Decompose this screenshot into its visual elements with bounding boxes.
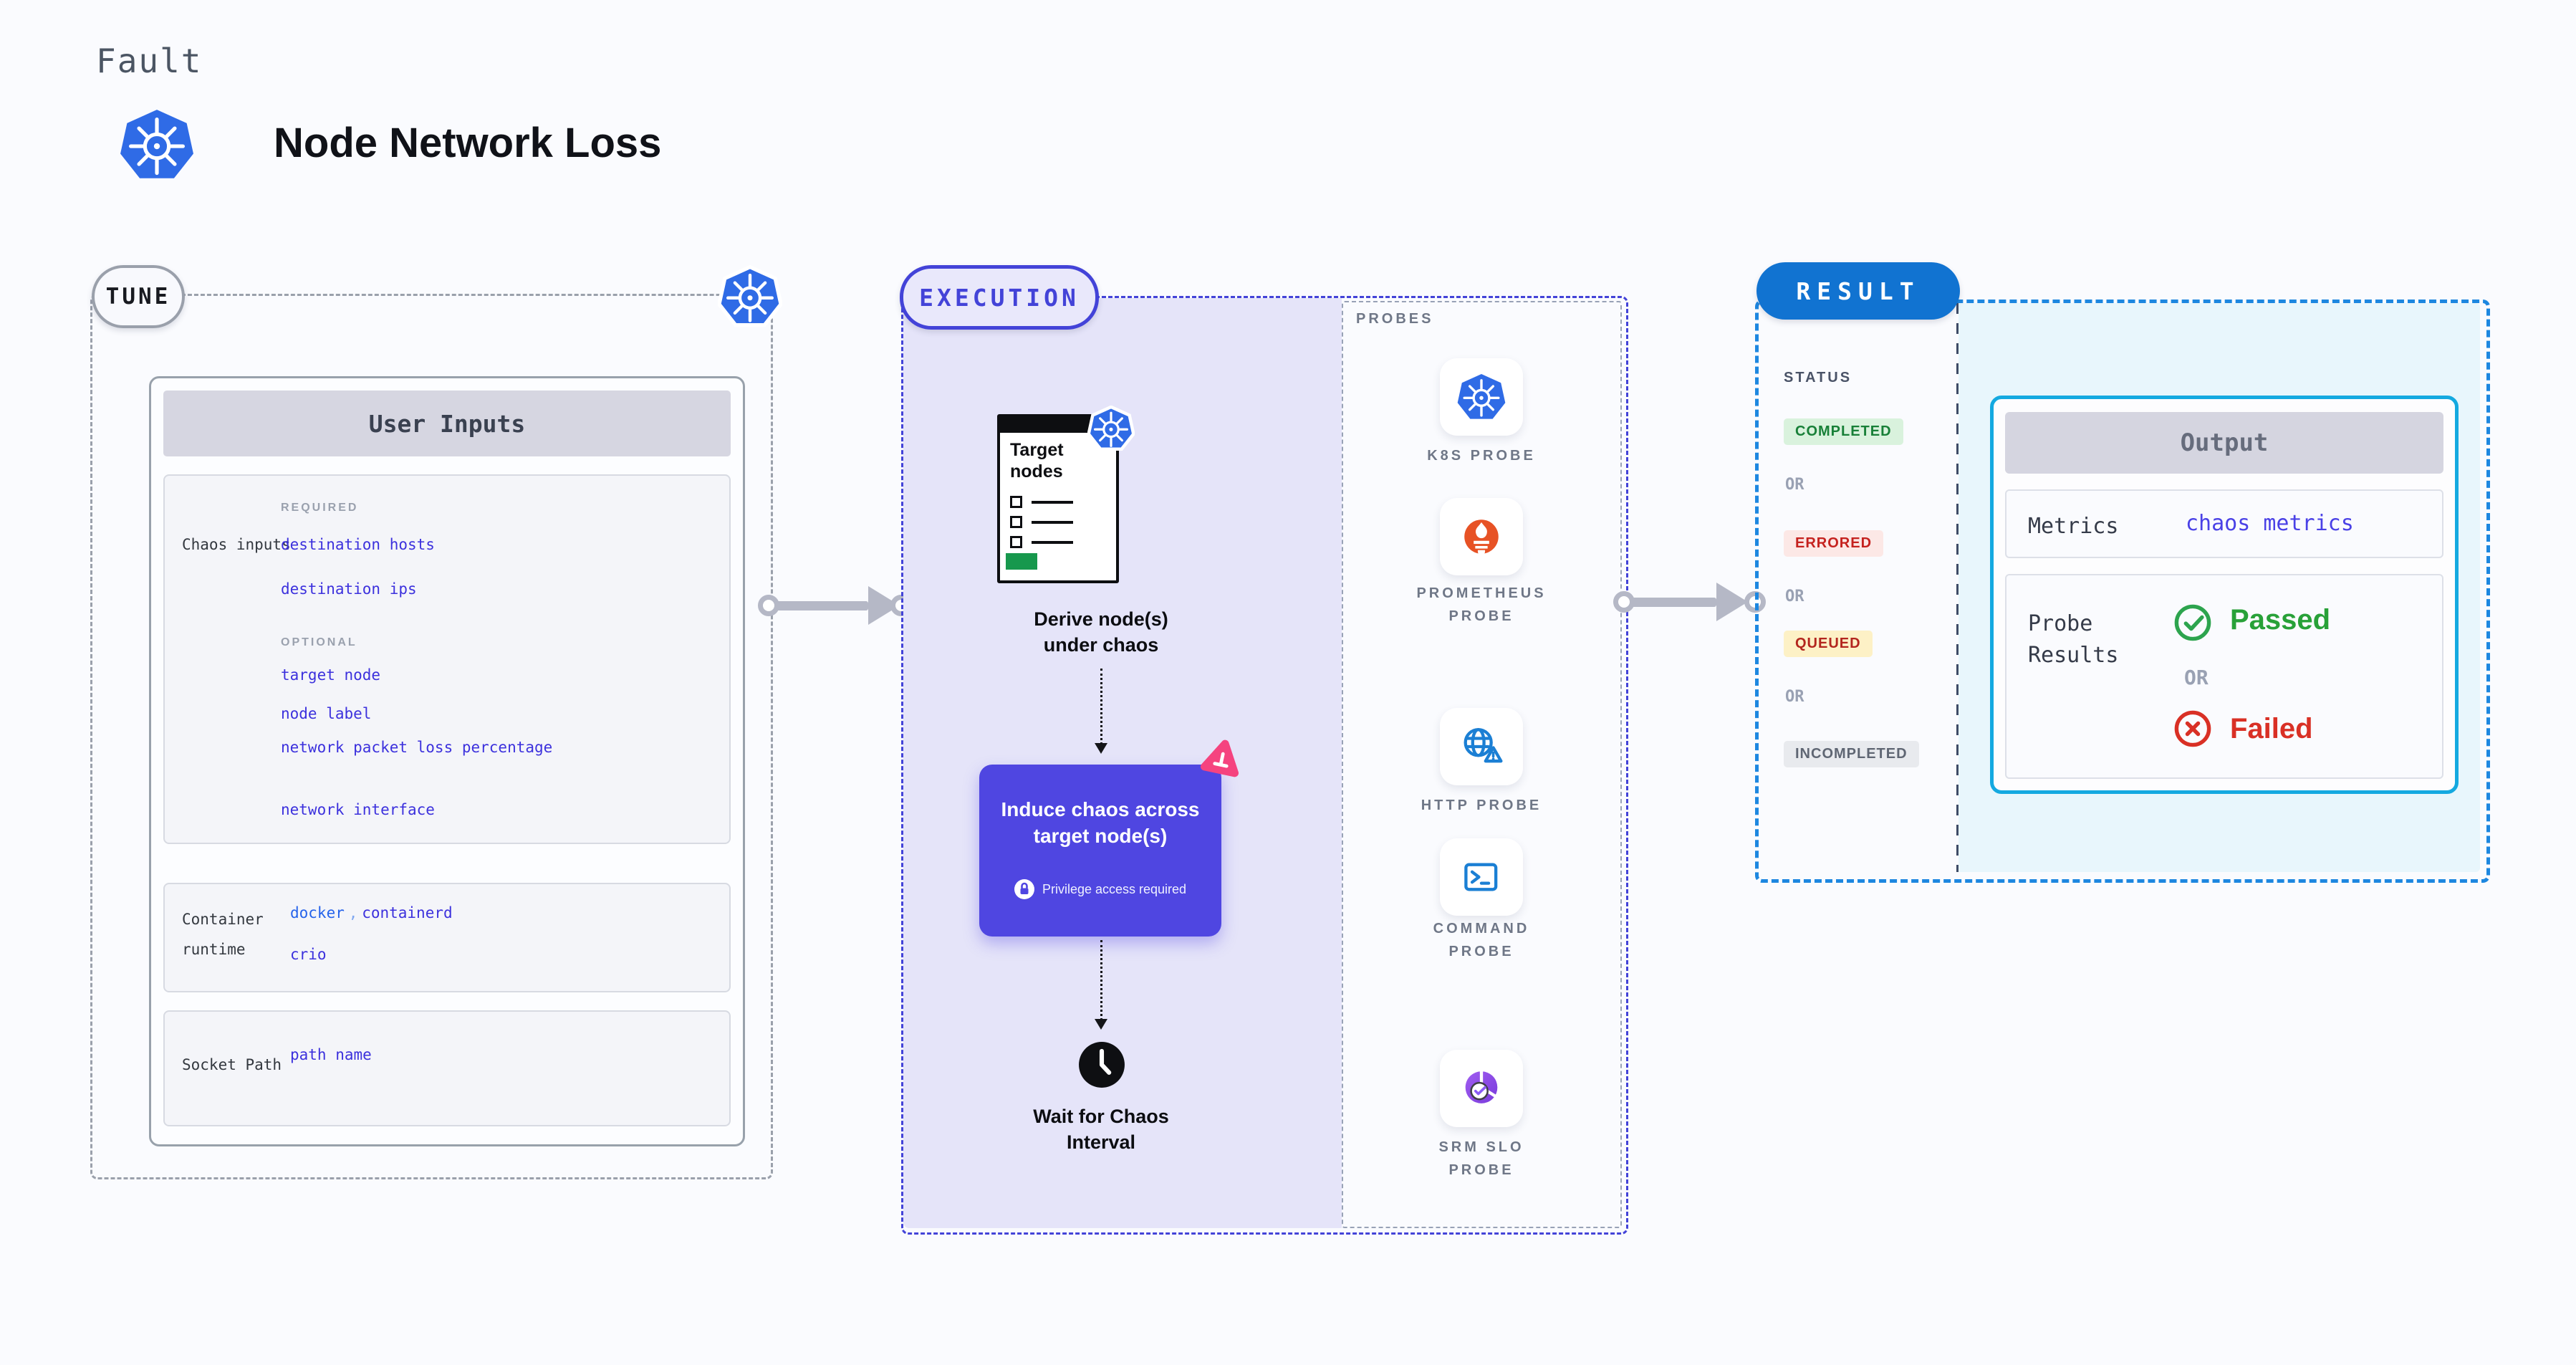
chaos-inputs-row: Chaos inputs REQUIRED destination hosts … [163,474,731,844]
probe-results-row: Probe Results Passed OR Failed [2005,574,2443,779]
socket-path-value[interactable]: path name [290,1046,372,1063]
checkbox-icon [1010,516,1022,528]
or-text: OR [1785,688,1804,706]
status-badge-queued: QUEUED [1784,631,1873,657]
target-nodes-card-titlebar [1000,417,1116,433]
arrowhead-icon [1716,583,1748,621]
litmus-icon [1201,739,1239,777]
chaos-inputs-label: Chaos inputs [182,536,291,553]
metrics-label: Metrics [2028,514,2119,539]
induce-chaos-title: Induce chaos across target node(s) [1001,798,1200,848]
checkbox-icon [1010,496,1022,508]
probe-card-prometheus [1440,498,1523,575]
passed-text: Passed [2230,604,2331,636]
target-nodes-card: Target nodes [997,414,1119,583]
terminal-icon [1464,863,1498,891]
link-destination-hosts[interactable]: destination hosts [281,536,435,553]
probe-results-label: Probe Results [2028,611,2119,668]
or-text: OR [1785,476,1804,494]
failed-text: Failed [2230,713,2313,744]
link-target-node[interactable]: target node [281,666,381,684]
container-runtime-row: Container runtime docker , containerd cr… [163,883,731,992]
probe-label-http: HTTP PROBE [1421,798,1542,813]
prometheus-icon [1464,519,1499,555]
optional-label: OPTIONAL [281,636,357,648]
status-badge-errored: ERRORED [1784,530,1884,557]
socket-path-label: Socket Path [182,1056,282,1073]
dotted-connector [1100,940,1102,1020]
runtime-values-line1: docker , containerd [290,904,453,922]
status-label: STATUS [1784,370,1852,385]
status-badge-incompleted: INCOMPLETED [1784,741,1919,767]
list-line [1032,541,1073,544]
probe-label-command: COMMAND PROBE [1433,921,1530,959]
passed-check-icon [2174,604,2211,641]
list-line [1032,501,1073,504]
execution-section-box [901,296,1628,1235]
page-title: Node Network Loss [274,120,662,166]
connector-dot [758,595,779,616]
target-nodes-title: Target nodes [1010,440,1064,482]
link-network-interface[interactable]: network interface [281,801,435,818]
checkbox-icon [1010,536,1022,548]
output-panel: Output Metrics chaos metrics Probe Resul… [1990,396,2459,794]
container-runtime-label: Container runtime [182,911,264,958]
arrowhead-icon [1095,743,1107,754]
induce-chaos-box: Induce chaos across target node(s) Privi… [979,765,1221,937]
probe-card-srm-slo [1440,1050,1523,1127]
wait-interval-caption: Wait for Chaos Interval [1033,1106,1169,1154]
probe-card-k8s [1440,358,1523,436]
kubernetes-icon [120,110,193,178]
probe-label-k8s: K8S PROBE [1427,448,1536,464]
progress-bar [1006,553,1037,570]
arrow-execution-to-result [1629,598,1716,607]
required-label: REQUIRED [281,502,359,514]
link-node-label[interactable]: node label [281,705,372,722]
connector-dot [1613,591,1635,613]
link-network-packet-loss-percentage[interactable]: network packet loss percentage [281,739,553,756]
execution-section-pill: EXECUTION [900,265,1099,330]
link-destination-ips[interactable]: destination ips [281,580,417,598]
list-line [1032,521,1073,524]
status-badge-completed: COMPLETED [1784,418,1903,445]
kubernetes-icon [1457,374,1506,419]
clock-icon [1079,1042,1125,1088]
arrowhead-icon [1095,1019,1107,1030]
fault-eyebrow: Fault [96,42,203,80]
runtime-separator: , [348,904,358,921]
or-text: OR [1785,588,1804,605]
tune-section-box [90,294,773,1179]
kubernetes-icon [718,265,782,327]
output-header: Output [2005,412,2443,474]
runtime-value-docker[interactable]: docker [290,904,345,921]
probes-box [1342,301,1622,1228]
result-section-box [1755,300,2490,883]
probe-label-prometheus: PROMETHEUS PROBE [1416,585,1547,624]
tune-section-pill: TUNE [92,265,185,328]
privilege-badge: Privilege access required [979,879,1221,899]
derive-nodes-caption: Derive node(s) under chaos [1034,608,1168,656]
failed-x-icon [2174,710,2211,747]
metrics-value[interactable]: chaos metrics [2186,511,2354,536]
socket-path-row: Socket Path path name [163,1010,731,1126]
probes-label: PROBES [1356,311,1434,327]
privilege-badge-label: Privilege access required [1042,881,1187,896]
kubernetes-icon [1087,406,1135,451]
http-globe-icon [1464,728,1503,763]
probe-card-command [1440,838,1523,916]
lock-icon [1014,879,1034,899]
user-inputs-header: User Inputs [163,391,731,456]
probe-card-http [1440,708,1523,785]
runtime-value-containerd[interactable]: containerd [362,904,453,921]
runtime-value-crio[interactable]: crio [290,946,327,963]
arrow-tune-to-execution [774,601,868,610]
or-text: OR [2184,666,2209,689]
metrics-row: Metrics chaos metrics [2005,489,2443,558]
result-separator [1956,303,1959,872]
result-section-pill: RESULT [1756,262,1960,320]
slo-pie-check-icon [1465,1070,1498,1103]
probe-label-srm-slo: SRM SLO PROBE [1438,1139,1524,1178]
dotted-connector [1100,669,1102,744]
